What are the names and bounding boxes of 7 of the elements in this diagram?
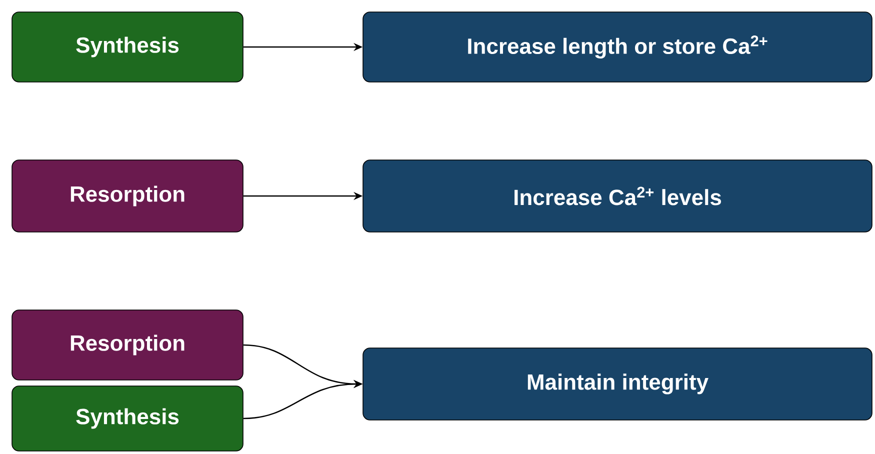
outcome-box: Increase length or store Ca$^{2+}$ [362,12,872,82]
process-box: Synthesis [12,386,244,452]
process-box: Synthesis [12,12,244,82]
process-box: Resorption [12,160,244,232]
outcome-box: Increase Ca$^{2+}$ levels [362,160,872,232]
outcome-box: Maintain integrity [362,348,872,420]
process-box: Resorption [12,310,244,380]
